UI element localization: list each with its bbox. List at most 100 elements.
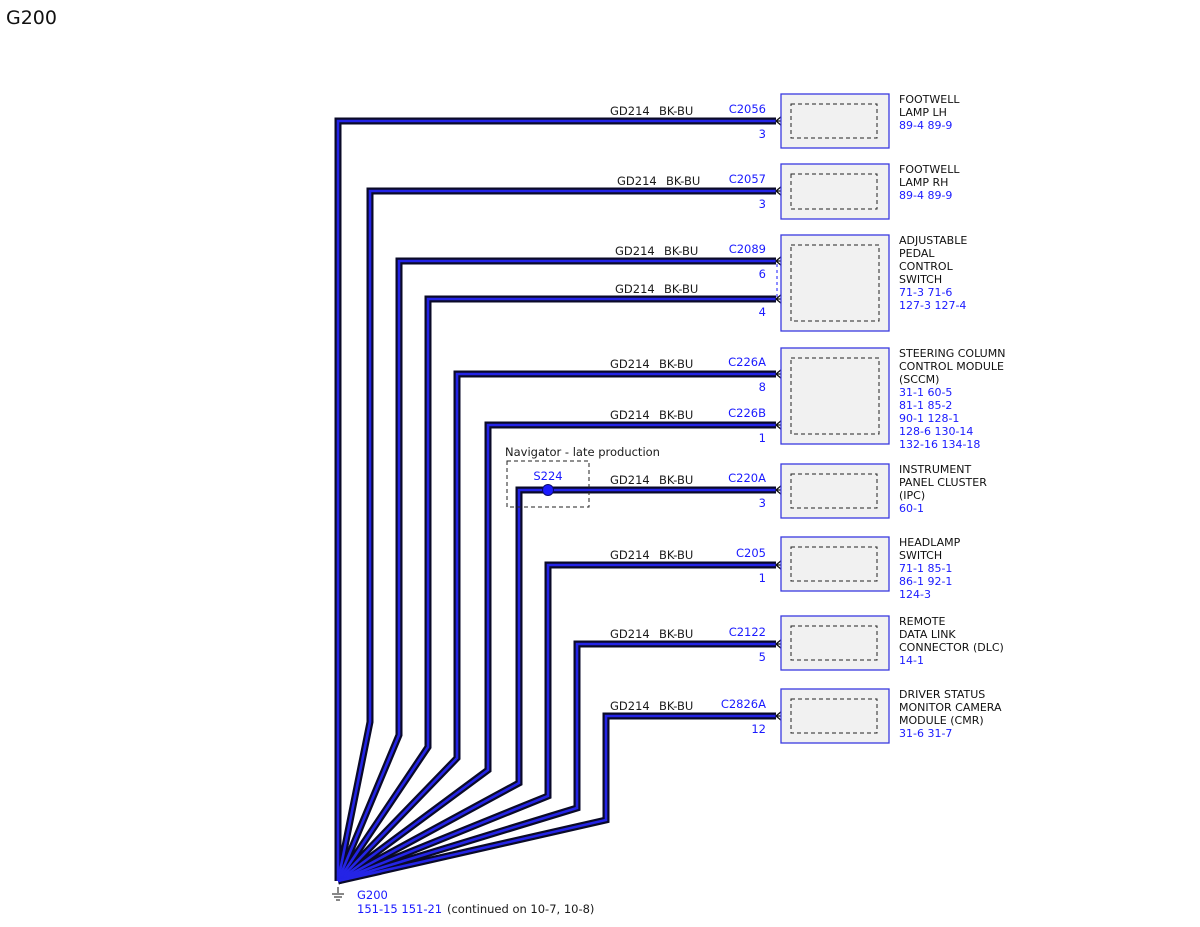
component-name: (SCCM) xyxy=(899,373,939,386)
circuit-number: GD214 xyxy=(610,627,650,641)
wire-outer xyxy=(335,295,776,883)
wire-color: BK-BU xyxy=(664,244,698,258)
wire-core xyxy=(336,259,776,882)
ground-refs: 151-15 151-21 xyxy=(357,902,442,916)
ground-note: (continued on 10-7, 10-8) xyxy=(447,902,594,916)
wire-color: BK-BU xyxy=(659,408,693,422)
component-page-refs: 89-4 89-9 xyxy=(899,119,952,132)
wire-color: BK-BU xyxy=(659,548,693,562)
circuit-number: GD214 xyxy=(610,699,650,713)
component-name: CONNECTOR (DLC) xyxy=(899,641,1004,654)
connector-id: C2089 xyxy=(729,242,766,256)
circuit-number: GD214 xyxy=(615,282,655,296)
pin-number: 1 xyxy=(759,431,766,445)
pin-number: 1 xyxy=(759,571,766,585)
component-box xyxy=(780,163,890,220)
component-box xyxy=(780,615,890,671)
wire-core xyxy=(337,423,776,883)
wire-color: BK-BU xyxy=(666,174,700,188)
component-page-refs: 31-1 60-5 xyxy=(899,386,952,399)
component-page-refs: 81-1 85-2 xyxy=(899,399,952,412)
component-box xyxy=(780,688,890,744)
component-box xyxy=(780,93,890,149)
component-name: REMOTE xyxy=(899,615,945,628)
component-name: CONTROL xyxy=(899,260,954,273)
wire-color: BK-BU xyxy=(659,627,693,641)
splice-dot xyxy=(542,484,554,496)
splice-label: S224 xyxy=(533,469,562,483)
connector-id: C2826A xyxy=(721,697,766,711)
component-internal-box xyxy=(790,473,878,509)
component-name: STEERING COLUMN xyxy=(899,347,1005,360)
circuit-number: GD214 xyxy=(610,408,650,422)
wire-core xyxy=(337,642,776,883)
circuit-number: GD214 xyxy=(610,473,650,487)
wire-core xyxy=(336,297,776,882)
connector-id: C2057 xyxy=(729,172,766,186)
wire-core xyxy=(337,563,776,883)
component-page-refs: 86-1 92-1 xyxy=(899,575,952,588)
component-page-refs: 71-1 85-1 xyxy=(899,562,952,575)
wire-outer xyxy=(334,117,776,881)
splice-group-label: Navigator - late production xyxy=(505,445,660,459)
component-internal-box xyxy=(790,698,878,734)
component-page-refs: 127-3 127-4 xyxy=(899,299,966,312)
component-name: ADJUSTABLE xyxy=(899,234,967,247)
component-name: MONITOR CAMERA xyxy=(899,701,1002,714)
circuit-number: GD214 xyxy=(617,174,657,188)
pin-number: 3 xyxy=(759,496,766,510)
connector-id: C226A xyxy=(728,355,766,369)
component-name: MODULE (CMR) xyxy=(899,714,984,727)
pin-number: 12 xyxy=(751,722,766,736)
connector-id: C205 xyxy=(736,546,766,560)
wire-outer xyxy=(336,486,776,885)
component-page-refs: 128-6 130-14 xyxy=(899,425,973,438)
wire-core xyxy=(336,189,776,882)
connector-id: C220A xyxy=(728,471,766,485)
component-name: PANEL CLUSTER xyxy=(899,476,987,489)
component-name: FOOTWELL xyxy=(899,93,960,106)
circuit-number: GD214 xyxy=(610,357,650,371)
component-page-refs: 71-3 71-6 xyxy=(899,286,952,299)
connector-id: C226B xyxy=(728,406,766,420)
wire-core xyxy=(336,119,776,881)
component-page-refs: 132-16 134-18 xyxy=(899,438,980,451)
component-box xyxy=(780,536,890,592)
component-internal-box xyxy=(790,357,880,435)
wire-core xyxy=(337,714,776,883)
wire-core xyxy=(337,372,776,882)
component-page-refs: 89-4 89-9 xyxy=(899,189,952,202)
component-page-refs: 90-1 128-1 xyxy=(899,412,959,425)
component-page-refs: 14-1 xyxy=(899,654,924,667)
page-title: G200 xyxy=(6,7,57,29)
component-internal-box xyxy=(790,244,880,322)
pin-number: 4 xyxy=(759,305,766,319)
component-name: SWITCH xyxy=(899,549,942,562)
component-name: FOOTWELL xyxy=(899,163,960,176)
pin-number: 3 xyxy=(759,197,766,211)
component-box xyxy=(780,347,890,445)
component-name: DATA LINK xyxy=(899,628,956,641)
pin-number: 8 xyxy=(759,380,766,394)
wire-color: BK-BU xyxy=(659,699,693,713)
component-box xyxy=(780,463,890,519)
circuit-number: GD214 xyxy=(610,104,650,118)
component-page-refs: 60-1 xyxy=(899,502,924,515)
connector-id: C2056 xyxy=(729,102,766,116)
pin-number: 6 xyxy=(759,267,766,281)
component-name: CONTROL MODULE xyxy=(899,360,1004,373)
component-name: (IPC) xyxy=(899,489,925,502)
component-name: PEDAL xyxy=(899,247,935,260)
component-name: INSTRUMENT xyxy=(899,463,972,476)
component-internal-box xyxy=(790,546,878,582)
wire-color: BK-BU xyxy=(659,473,693,487)
splice-group-box xyxy=(506,460,590,508)
component-name: HEADLAMP xyxy=(899,536,961,549)
circuit-number: GD214 xyxy=(615,244,655,258)
component-name: LAMP RH xyxy=(899,176,948,189)
ground-label: G200 xyxy=(357,888,388,902)
component-box xyxy=(780,234,890,332)
component-name: SWITCH xyxy=(899,273,942,286)
pin-number: 3 xyxy=(759,127,766,141)
